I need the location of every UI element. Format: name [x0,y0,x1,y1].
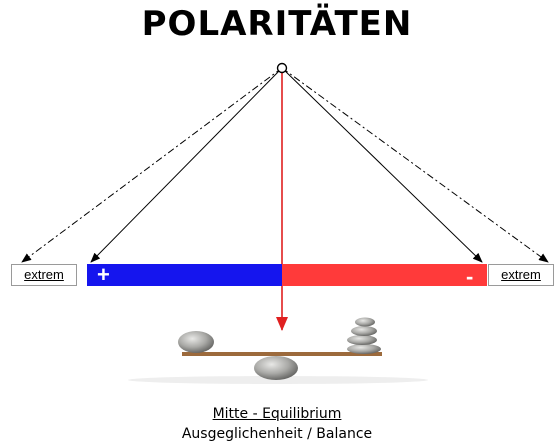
dashdot-line-left [21,67,283,263]
extreme-right-label: extrem [488,264,554,286]
caption-center: Mitte - Equilibrium [212,406,342,422]
dashdot-line-right [281,67,549,263]
minus-sign: - [466,264,474,289]
page-title: POLARITÄTEN [141,4,413,44]
positive-bar [87,264,282,286]
extreme-left-label: extrem [11,264,77,286]
plus-sign: + [97,262,110,287]
solid-line-left [90,67,283,263]
solid-line-right [281,67,483,263]
negative-bar [282,264,487,286]
pivot-point [276,62,288,74]
balancing-stones-icon [128,317,428,384]
caption-balance: Ausgeglichenheit / Balance [181,426,373,442]
